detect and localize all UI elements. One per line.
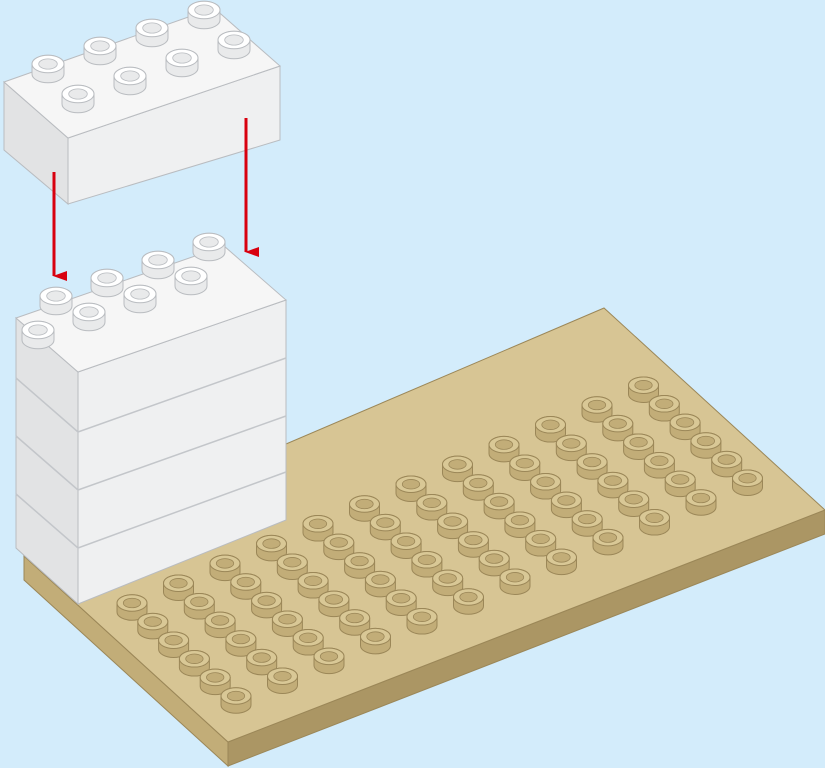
- stud: [62, 85, 94, 113]
- stud: [175, 267, 207, 295]
- stud: [124, 285, 156, 313]
- stud: [114, 67, 146, 95]
- stud: [733, 470, 763, 496]
- stud: [314, 648, 344, 674]
- stud: [640, 510, 670, 536]
- stud: [136, 19, 168, 47]
- stud: [22, 321, 54, 349]
- stud: [166, 49, 198, 77]
- stud: [218, 31, 250, 59]
- stud: [268, 668, 298, 694]
- stud: [142, 251, 174, 279]
- stud: [686, 490, 716, 516]
- stud: [454, 589, 484, 614]
- stud: [32, 55, 64, 83]
- stud: [407, 609, 437, 635]
- stud: [221, 688, 251, 713]
- stud: [593, 529, 623, 555]
- stud: [188, 1, 220, 29]
- stud: [73, 303, 105, 331]
- stud: [84, 37, 116, 65]
- falling-brick: [4, 1, 280, 204]
- stud: [500, 569, 530, 595]
- stud: [40, 287, 72, 315]
- stud: [361, 628, 391, 654]
- stud: [91, 269, 123, 297]
- stud: [547, 549, 577, 575]
- stud: [193, 233, 225, 261]
